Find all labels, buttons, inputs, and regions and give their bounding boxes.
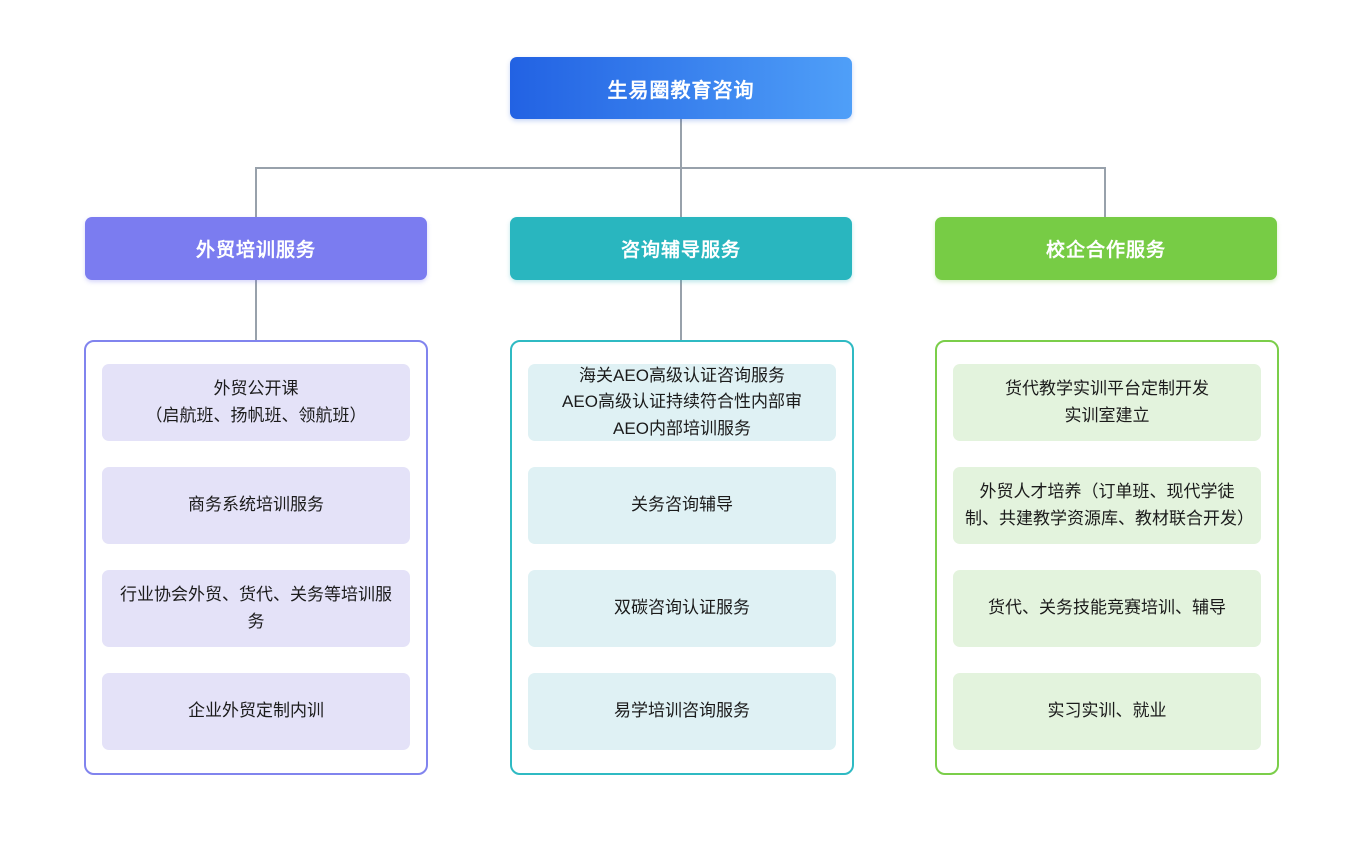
leaf-item[interactable]: 海关AEO高级认证咨询服务 AEO高级认证持续符合性内部审 AEO内部培训服务 bbox=[528, 364, 836, 441]
leaf-item[interactable]: 行业协会外贸、货代、关务等培训服务 bbox=[102, 570, 410, 647]
branch-header-foreign-trade-training[interactable]: 外贸培训服务 bbox=[85, 217, 427, 280]
leaf-item[interactable]: 货代、关务技能竞赛培训、辅导 bbox=[953, 570, 1261, 647]
leaf-item[interactable]: 外贸人才培养（订单班、现代学徒制、共建教学资源库、教材联合开发） bbox=[953, 467, 1261, 544]
leaf-item[interactable]: 商务系统培训服务 bbox=[102, 467, 410, 544]
connector-drop-branch-3 bbox=[1104, 167, 1106, 218]
leaf-item[interactable]: 易学培训咨询服务 bbox=[528, 673, 836, 750]
connector-branch-2-to-group bbox=[680, 280, 682, 340]
connector-drop-branch-1 bbox=[255, 167, 257, 218]
connector-root-down bbox=[680, 119, 682, 168]
connector-branch-1-to-group bbox=[255, 280, 257, 340]
leaf-item[interactable]: 关务咨询辅导 bbox=[528, 467, 836, 544]
connector-drop-branch-2 bbox=[680, 167, 682, 218]
leaf-item[interactable]: 双碳咨询认证服务 bbox=[528, 570, 836, 647]
group-foreign-trade-training: 外贸公开课 （启航班、扬帆班、领航班） 商务系统培训服务 行业协会外贸、货代、关… bbox=[84, 340, 428, 775]
branch-header-consulting-coaching[interactable]: 咨询辅导服务 bbox=[510, 217, 852, 280]
group-consulting-coaching: 海关AEO高级认证咨询服务 AEO高级认证持续符合性内部审 AEO内部培训服务 … bbox=[510, 340, 854, 775]
leaf-item[interactable]: 企业外贸定制内训 bbox=[102, 673, 410, 750]
group-school-enterprise: 货代教学实训平台定制开发 实训室建立 外贸人才培养（订单班、现代学徒制、共建教学… bbox=[935, 340, 1279, 775]
branch-header-school-enterprise[interactable]: 校企合作服务 bbox=[935, 217, 1277, 280]
leaf-item[interactable]: 货代教学实训平台定制开发 实训室建立 bbox=[953, 364, 1261, 441]
leaf-item[interactable]: 实习实训、就业 bbox=[953, 673, 1261, 750]
root-node[interactable]: 生易圈教育咨询 bbox=[510, 57, 852, 119]
leaf-item[interactable]: 外贸公开课 （启航班、扬帆班、领航班） bbox=[102, 364, 410, 441]
